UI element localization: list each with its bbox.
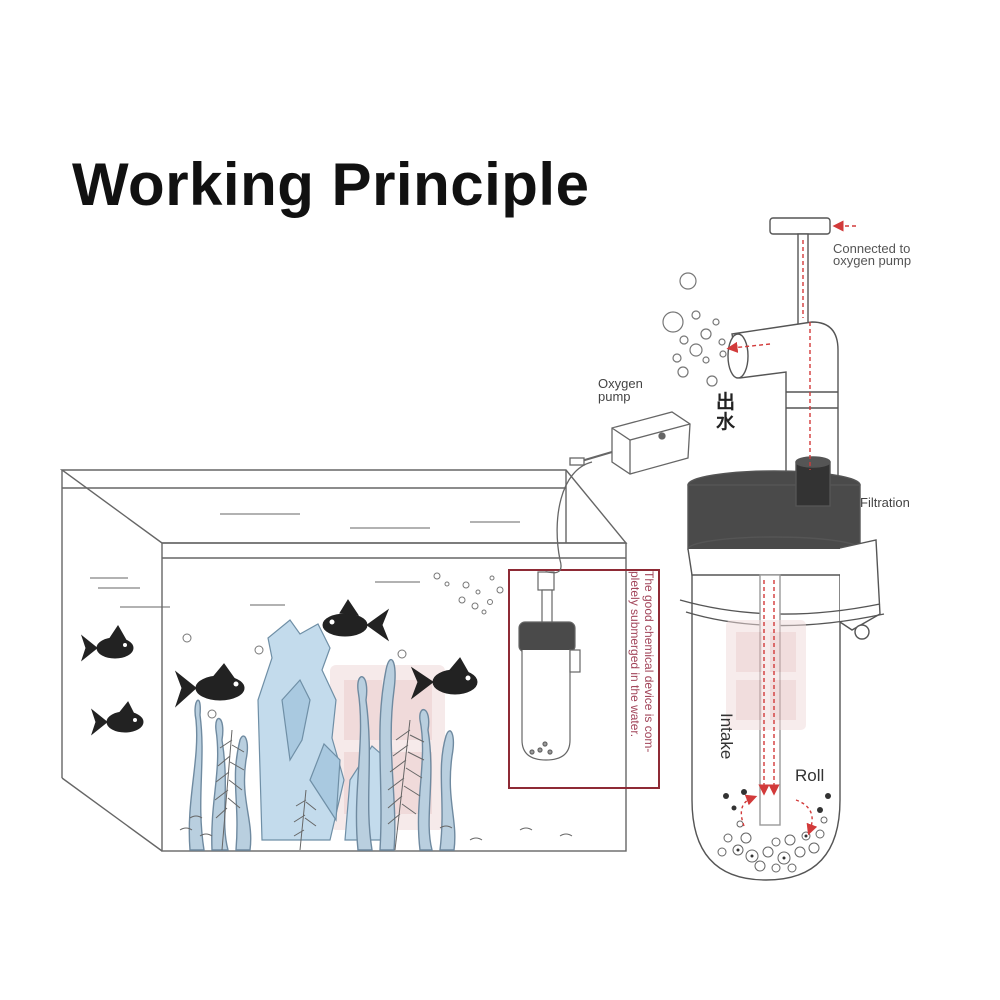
aquarium-plants [188, 658, 456, 851]
aquarium-tank [59, 469, 628, 852]
aquarium-ferns [179, 719, 573, 851]
air-bubble-icon [662, 272, 727, 387]
page-title: Working Principle [72, 151, 590, 218]
water-outlet-label: 出水 [716, 391, 736, 433]
flow-arrow-icon [726, 220, 856, 836]
intake-label: Intake [717, 713, 736, 760]
filtration-label: Filtration [860, 495, 910, 510]
highlight-box [508, 569, 660, 789]
oxygen-pump-label: Oxygen pump [598, 376, 643, 404]
large-filter-device [679, 217, 885, 881]
air-bubble-icon [182, 572, 504, 719]
connected-to-oxygen-pump-label: Connected to oxygen pump [833, 241, 912, 268]
roll-label: Roll [795, 766, 825, 785]
submerged-filter-device [518, 571, 581, 761]
goldfish-icon [80, 599, 478, 736]
oxygen-pump [545, 411, 691, 574]
submerged-note: The good chemical device is com- pletely… [628, 571, 656, 753]
